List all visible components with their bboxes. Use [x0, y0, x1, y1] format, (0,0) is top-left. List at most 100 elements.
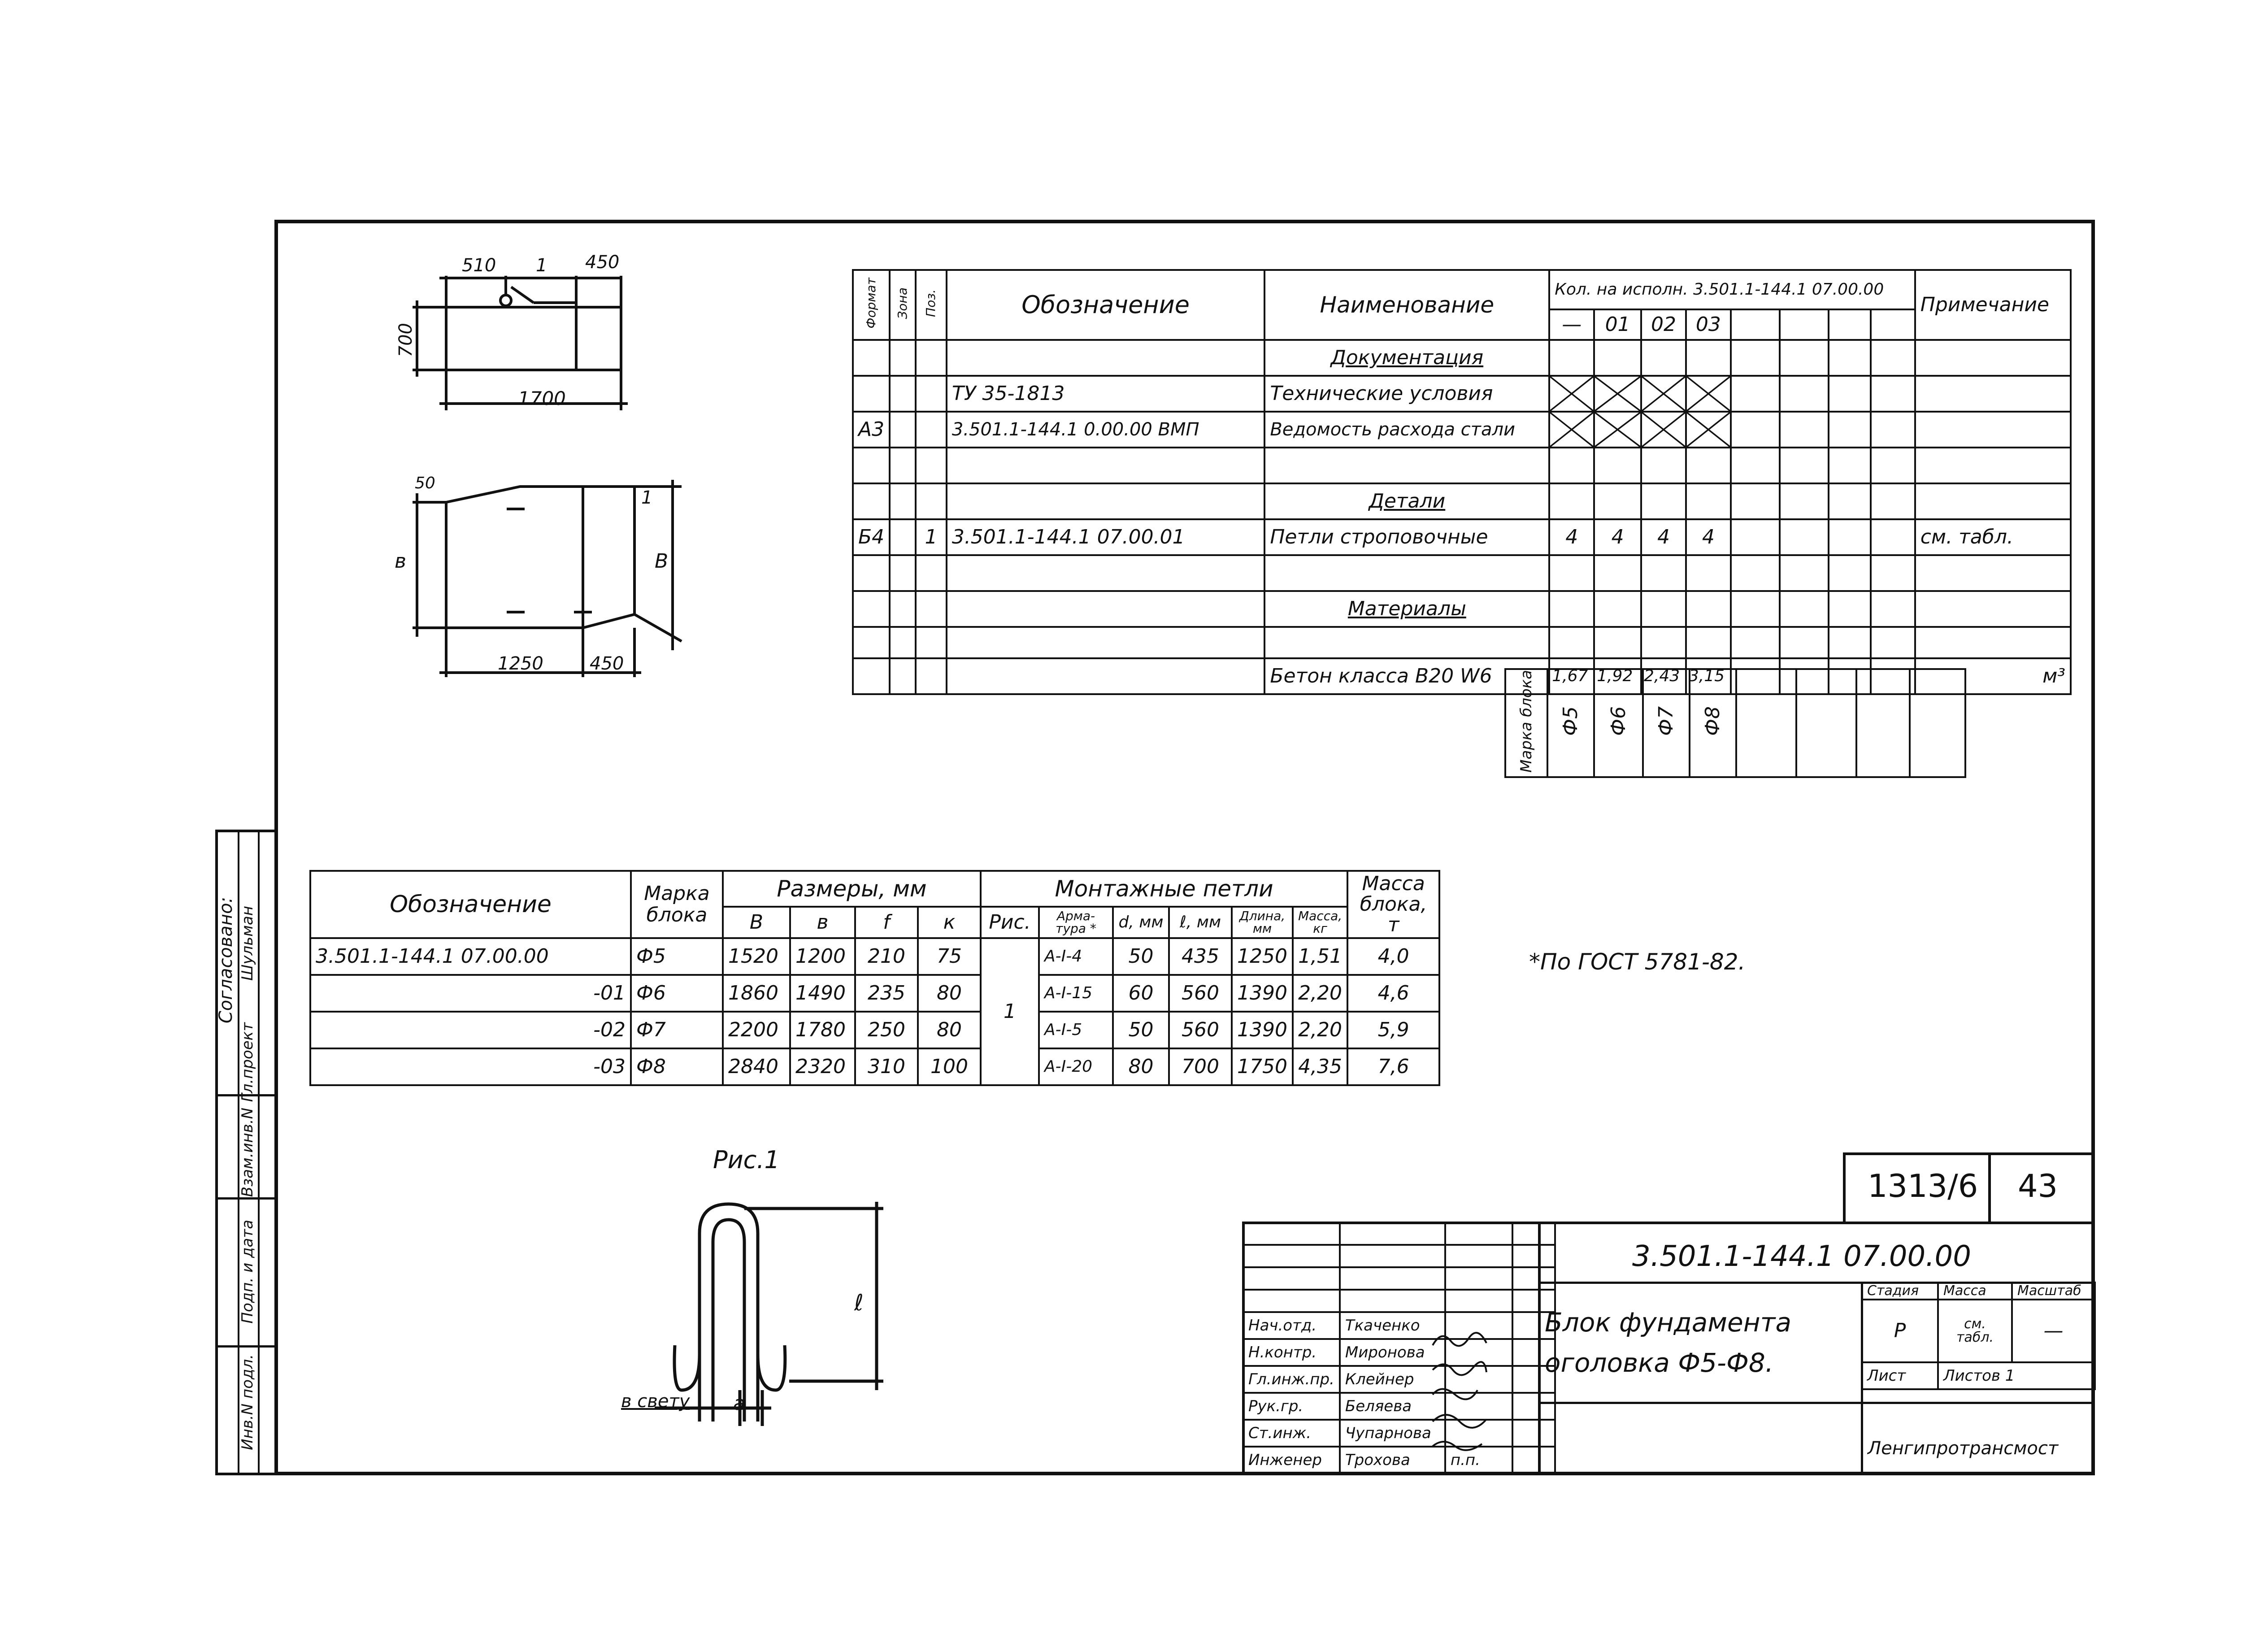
spec-h-designation: Обозначение [945, 269, 1266, 341]
person-3-name: Беляева [1338, 1392, 1446, 1421]
dim-r0-bm: 4,0 [1347, 937, 1441, 976]
dim-r3-l: 700 [1168, 1048, 1233, 1086]
spec-loops-note: см. табл. [1914, 518, 2072, 556]
dim-r1-l: 560 [1168, 974, 1233, 1013]
dim-50: 50 [415, 474, 435, 492]
dim-r0-f: 210 [854, 937, 919, 976]
spec-h-qty: Кол. на исполн. 3.501.1-144.1 07.00.00 [1548, 269, 1916, 310]
people-grid: Нач.отд. Ткаченко Н.контр. Миронова Гл.и… [1242, 1222, 1556, 1474]
spec-h-name: Наименование [1264, 269, 1551, 341]
person-4-sign [1444, 1419, 1513, 1448]
person-1-role: Н.контр. [1242, 1338, 1341, 1367]
dim-B-big: В [655, 550, 669, 573]
person-1-name: Миронова [1338, 1338, 1446, 1367]
dim-r3-f: 310 [854, 1048, 919, 1086]
document-code: 3.501.1-144.1 07.00.00 [1632, 1240, 1971, 1273]
spec-variant-3: 03 [1685, 309, 1732, 341]
sheets-label: Листов 1 [1937, 1361, 2096, 1390]
x-mark [1593, 411, 1642, 448]
dim-r1-bm: 4,6 [1347, 974, 1441, 1013]
spec-tu-designation: ТУ 35-1813 [945, 375, 1266, 413]
sheet-label: Лист [1861, 1361, 1939, 1390]
dim-h-sizes: Размеры, мм [722, 870, 982, 908]
spec-loops-qty-3: 4 [1685, 518, 1732, 556]
spec-h-note: Примечание [1914, 269, 2072, 341]
dim-h-length: Длина, мм [1231, 906, 1294, 939]
side-agreed: Согласовано: [216, 897, 236, 1024]
dim-h-mark: Марка блока [630, 870, 724, 939]
side-inv-orig: Инв.N подл. [239, 1354, 256, 1450]
dim-r3-k: 100 [917, 1048, 982, 1086]
scale-label: Масштаб [2011, 1282, 2096, 1300]
dim-r1-d: 60 [1112, 974, 1170, 1013]
dim-r1-B: 1860 [722, 974, 791, 1013]
dim-r0-designation: 3.501.1-144.1 07.00.00 [309, 937, 632, 976]
spec-section-docs: Документация [1264, 339, 1551, 377]
person-4-role: Ст.инж. [1242, 1419, 1341, 1448]
dim-h-B: В [722, 906, 791, 939]
spec-loops-format: Б4 [852, 518, 891, 556]
x-mark [1640, 411, 1687, 448]
dim-r0-len: 1250 [1231, 937, 1294, 976]
dim-r3-B: 2840 [722, 1048, 791, 1086]
dim-r2-mass: 2,20 [1291, 1011, 1349, 1049]
figure-l: ℓ [854, 1290, 864, 1316]
dim-r1-k: 80 [917, 974, 982, 1013]
person-2-sign [1444, 1365, 1513, 1394]
signatures [1432, 1332, 1487, 1451]
spec-h-zone: Зона [895, 287, 910, 319]
dim-b-small: в [395, 550, 406, 573]
spec-loops-qty-2: 4 [1640, 518, 1687, 556]
spec-vms-pos [915, 411, 947, 448]
dim-r1-designation: -01 [309, 974, 632, 1013]
figure-label: Рис.1 [713, 1146, 780, 1174]
dim-450: 450 [585, 252, 620, 273]
spec-loops-pos: 1 [915, 518, 947, 556]
x-mark [1640, 375, 1687, 413]
dim-700: 700 [395, 323, 416, 357]
specification-table: Формат Зона Поз. Обозначение Наименовани… [852, 269, 2072, 695]
block-mark-label: Марка блока [1517, 670, 1535, 773]
block-front-view [413, 276, 628, 410]
block-mark-3: Ф8 [1701, 706, 1724, 736]
dim-h-block-mass: Масса блока, т [1347, 870, 1441, 939]
person-0-name: Ткаченко [1338, 1311, 1446, 1340]
dim-r3-bm: 7,6 [1347, 1048, 1441, 1086]
spec-h-format: Формат [864, 278, 879, 329]
dim-1-mid: 1 [641, 487, 653, 508]
person-3-role: Рук.гр. [1242, 1392, 1341, 1421]
dim-h-designation: Обозначение [309, 870, 632, 939]
dim-r0-k: 75 [917, 937, 982, 976]
mass-label: Масса [1937, 1282, 2013, 1300]
dim-h-loops: Монтажные петли [979, 870, 1349, 908]
dim-r2-arm: А-I-5 [1038, 1011, 1114, 1049]
spec-variant-0: — [1548, 309, 1595, 341]
stage-value: Р [1861, 1299, 1939, 1363]
side-agreed-role: Гл.проект [239, 1022, 256, 1102]
dim-r3-d: 80 [1112, 1048, 1170, 1086]
dim-510: 510 [462, 255, 496, 276]
x-mark [1685, 375, 1732, 413]
dim-r1-f: 235 [854, 974, 919, 1013]
x-mark [1548, 411, 1595, 448]
dim-r2-designation: -02 [309, 1011, 632, 1049]
spec-variant-1: 01 [1593, 309, 1642, 341]
spec-vms-format: А3 [852, 411, 891, 448]
dim-r2-d: 50 [1112, 1011, 1170, 1049]
spec-concrete-note: м³ [1914, 657, 2072, 695]
block-mark-2: Ф7 [1655, 706, 1677, 736]
side-stamp [215, 830, 278, 1475]
dim-450-mid: 450 [590, 653, 624, 674]
dim-r1-mark: Ф6 [630, 974, 724, 1013]
x-mark [1685, 411, 1732, 448]
person-5-sign: п.п. [1444, 1446, 1513, 1474]
spec-h-pos: Поз. [923, 289, 939, 317]
page-number: 43 [2018, 1168, 2058, 1204]
dim-r3-arm: А-I-20 [1038, 1048, 1114, 1086]
dim-r2-k: 80 [917, 1011, 982, 1049]
title-line2: оголовка Ф5-Ф8. [1545, 1348, 1774, 1378]
spec-tu-format [852, 375, 891, 413]
mass-value: см. табл. [1937, 1299, 2013, 1363]
title-line1: Блок фундамента [1545, 1307, 1791, 1338]
